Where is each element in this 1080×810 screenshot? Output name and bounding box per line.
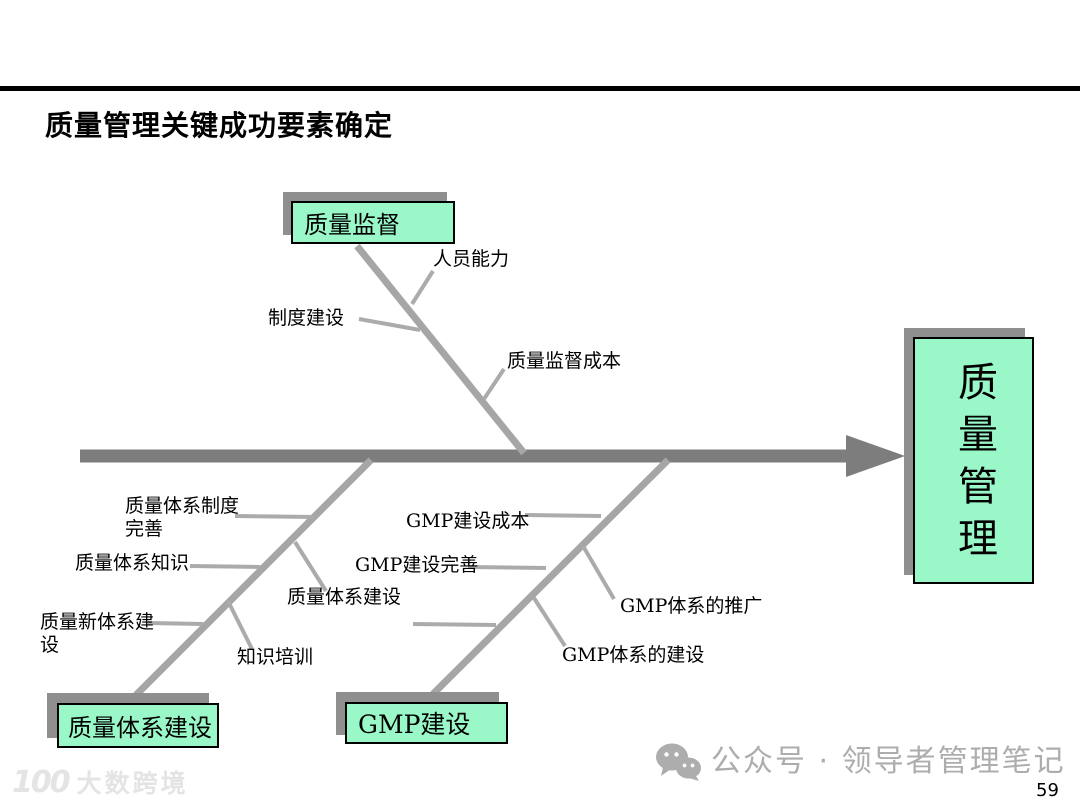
cause-box-label: 质量体系建设 <box>57 703 219 748</box>
watermark-right: 公众号 · 领导者管理笔记 <box>655 742 1066 782</box>
watermark-right-text: 公众号 · 领导者管理笔记 <box>711 744 1066 779</box>
tick-supervision-cost <box>482 367 506 401</box>
cause-box-label: 质量监督 <box>291 201 455 244</box>
factor-qs-knowledge: 质量体系知识 <box>75 552 190 574</box>
tick-regulation <box>234 514 315 519</box>
factor-qs-regulation: 质量体系制度 完善 <box>125 495 240 540</box>
page-number: 59 <box>1036 780 1059 801</box>
page-title: 质量管理关键成功要素确定 <box>45 109 394 142</box>
spine-arrowhead <box>846 435 905 477</box>
gmp-branch-line <box>430 457 671 697</box>
dashu-logo-icon: 100 <box>12 765 71 800</box>
factor-gmp-perfection: GMP建设完善 <box>355 554 479 576</box>
cause-box-gmp: GMP建设 <box>336 692 518 752</box>
tick-unlabeled <box>412 622 497 627</box>
effect-box-label: 质量管理 <box>913 337 1034 584</box>
header-rule <box>0 86 1080 91</box>
factor-supervision-cost: 质量监督成本 <box>507 350 622 372</box>
wechat-icon <box>656 743 701 781</box>
factor-qs-construction: 质量体系建设 <box>287 586 402 608</box>
factor-gmp-construction: GMP体系的建设 <box>562 644 705 666</box>
cause-box-label: GMP建设 <box>345 702 508 744</box>
watermark-left: 100 大数跨境 <box>12 768 189 798</box>
tick-knowledge <box>189 564 261 569</box>
factor-knowledge-training: 知识培训 <box>237 646 314 668</box>
factor-people-capability: 人员能力 <box>433 248 510 270</box>
quality-branch-line <box>133 457 374 698</box>
watermark-left-text: 大数跨境 <box>76 769 189 798</box>
tick-gmp-cost <box>524 513 602 518</box>
factor-new-quality-system: 质量新体系建 设 <box>40 611 155 656</box>
tick-people <box>410 269 435 306</box>
factor-gmp-promotion: GMP体系的推广 <box>620 595 763 617</box>
factor-system-building: 制度建设 <box>268 307 345 329</box>
tick-gmp-promotion <box>581 544 616 601</box>
top-branch-line <box>354 243 527 456</box>
tick-gmp-perfection <box>467 565 547 570</box>
tick-gmp-construction <box>532 596 567 648</box>
tick-training <box>226 600 254 650</box>
tick-system <box>358 317 421 332</box>
cause-box-quality-system: 质量体系建设 <box>47 693 227 755</box>
cause-box-quality-supervision: 质量监督 <box>283 192 463 252</box>
factor-gmp-cost: GMP建设成本 <box>406 510 530 532</box>
tick-qs-construction <box>293 540 328 593</box>
tick-new-system <box>147 621 204 626</box>
effect-box-quality-management: 质量管理 <box>904 328 1044 594</box>
